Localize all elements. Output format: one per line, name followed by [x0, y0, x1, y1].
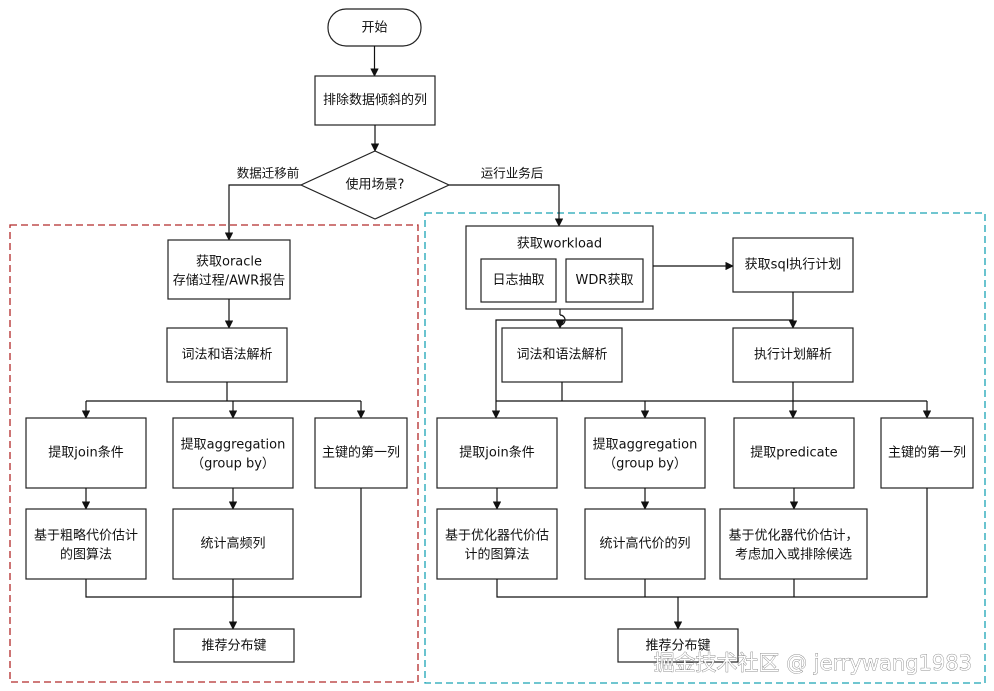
right-join-node	[436, 417, 558, 489]
log-extract-node	[480, 258, 557, 303]
left-agg-line2: （group by）	[191, 457, 275, 472]
left-graph-line1: 基于粗略代价估计	[34, 528, 138, 544]
right-recommend-label: 推荐分布键	[645, 639, 710, 654]
right-cost-label: 统计高代价的列	[599, 536, 690, 552]
left-agg-node	[172, 417, 294, 489]
plan-parse-label: 执行计划解析	[754, 348, 832, 363]
wdr-label: WDR获取	[576, 273, 634, 288]
left-agg-line1: 提取aggregation	[181, 437, 286, 453]
left-parse-node	[166, 327, 288, 383]
log-extract-label: 日志抽取	[492, 273, 544, 288]
left-recommend-label: 推荐分布键	[201, 639, 266, 654]
left-pk-node	[314, 417, 408, 489]
right-pk-node	[880, 417, 974, 489]
left-graph-node	[25, 508, 147, 580]
right-pk-label: 主键的第一列	[888, 445, 966, 461]
right-agg-line1: 提取aggregation	[593, 437, 698, 453]
right-predicate-label: 提取predicate	[750, 445, 837, 461]
after-running-region	[424, 212, 986, 684]
left-pk-label: 主键的第一列	[322, 445, 400, 461]
right-graph-line1: 基于优化器代价估	[445, 529, 549, 544]
left-join-node	[25, 417, 147, 489]
wdr-node	[565, 258, 644, 303]
right-opt-line1: 基于优化器代价估计，	[728, 529, 858, 544]
edge-label-before-migration: 数据迁移前	[237, 166, 300, 181]
left-join-label: 提取join条件	[48, 445, 123, 461]
get-oracle-node	[167, 239, 291, 300]
exclude-skew-label: 排除数据倾斜的列	[323, 92, 427, 108]
watermark: 掘金技术社区 @ jerrywang1983	[653, 651, 972, 675]
left-parse-label: 词法和语法解析	[181, 348, 272, 363]
right-opt-line2: 考虑加入或排除候选	[735, 548, 852, 563]
right-join-label: 提取join条件	[459, 445, 534, 461]
get-oracle-line1: 获取oracle	[196, 255, 262, 270]
edge-decision-left	[224, 184, 301, 241]
left-freq-label: 统计高频列	[200, 536, 265, 552]
get-sql-plan-node	[732, 237, 854, 293]
get-oracle-line2: 存储过程/AWR报告	[173, 274, 285, 289]
right-graph-line2: 计的图算法	[464, 547, 529, 563]
right-opt-node	[719, 508, 868, 580]
edge-right-merge	[496, 488, 928, 598]
right-predicate-node	[733, 417, 855, 489]
decision-label: 使用场景?	[346, 177, 405, 193]
get-workload-label: 获取workload	[517, 237, 602, 252]
start-node-label: 开始	[361, 21, 387, 36]
left-graph-line2: 的图算法	[60, 547, 112, 563]
plan-parse-node	[732, 327, 854, 383]
right-parse-label: 词法和语法解析	[516, 348, 607, 363]
left-recommend-node	[173, 628, 295, 663]
right-agg-line2: （group by）	[603, 457, 687, 472]
edge-sql-plan-to-right-join	[491, 319, 793, 419]
left-freq-node	[172, 508, 294, 580]
before-migration-region	[9, 224, 419, 683]
edge-label-after-running: 运行业务后	[481, 166, 544, 181]
get-sql-plan-label: 获取sql执行计划	[745, 258, 842, 273]
decision-node	[299, 150, 451, 220]
right-agg-node	[584, 417, 706, 489]
edge-left-merge	[85, 488, 362, 598]
edge-decision-right	[449, 184, 564, 227]
right-recommend-node	[617, 628, 739, 663]
right-cost-node	[584, 508, 706, 580]
right-parse-node	[501, 327, 623, 383]
right-graph-node	[436, 508, 558, 580]
